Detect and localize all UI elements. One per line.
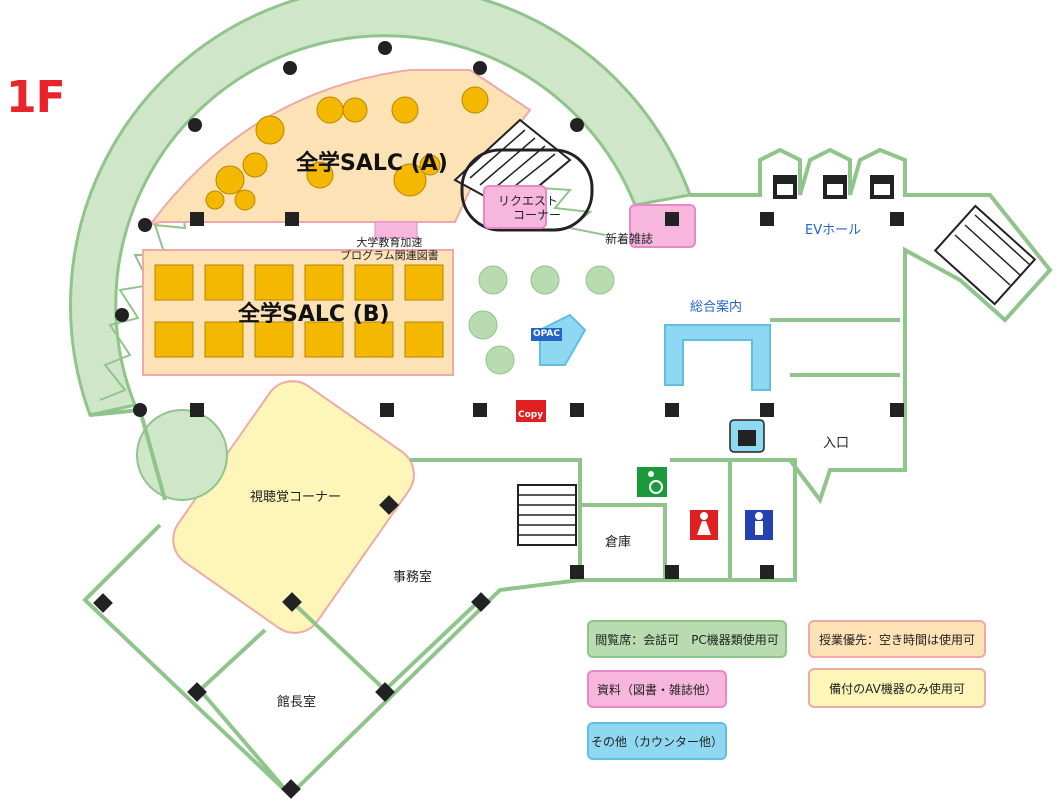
new-magazines-label: 新着雑誌 <box>605 232 654 246</box>
outer-arc-band <box>69 0 693 417</box>
entrance-label: 入口 <box>823 436 850 451</box>
acceleration-books-label: 大学教育加速 プログラム関連図書 <box>340 236 439 262</box>
stairs-lower-icon <box>517 484 577 546</box>
salc-a-area <box>147 69 532 227</box>
info-desk-label: 総合案内 <box>690 300 743 315</box>
request-corner-label-line1: リクエスト <box>498 194 559 208</box>
salc-a-label: 全学SALC (A) <box>296 151 448 176</box>
acceleration-books-area <box>374 221 418 239</box>
round-tables <box>468 265 615 375</box>
opac-label: OPAC <box>531 328 562 341</box>
request-corner-label-line2: コーナー <box>513 208 562 223</box>
stairs-icon <box>453 118 594 232</box>
ev-hall-label: EVホール <box>805 223 862 238</box>
salc-a-seats <box>205 86 489 211</box>
director-room-label: 館長室 <box>277 695 317 710</box>
legend-other: その他（カウンター他） <box>587 722 727 760</box>
av-corner-label: 視聴覚コーナー <box>250 490 342 505</box>
storage-label: 倉庫 <box>605 535 632 550</box>
opac-counter <box>539 313 587 366</box>
salc-b-desks <box>154 264 444 358</box>
info-desk-counter <box>664 324 771 391</box>
acceleration-books-label-line1: 大学教育加速 <box>356 236 423 249</box>
request-corner-area <box>483 185 547 229</box>
copy-machine <box>516 400 546 422</box>
legend-materials: 資料（図書・雑誌他） <box>587 670 727 708</box>
legend-class-priority: 授業優先：空き時間は使用可 <box>808 620 986 658</box>
legend-reading: 閲覧席：会話可 PC機器類使用可 <box>587 620 787 658</box>
copy-label: Copy <box>518 410 544 420</box>
request-corner-label: リクエスト コーナー <box>495 194 561 223</box>
acceleration-books-label-line2: プログラム関連図書 <box>340 249 439 263</box>
salc-b-label: 全学SALC (B) <box>238 302 390 327</box>
stairs-right-icon <box>933 204 1037 306</box>
floor-label: 1F <box>6 72 66 123</box>
office-label: 事務室 <box>393 570 433 585</box>
salc-b-area <box>142 249 454 376</box>
legend-av-only: 備付のAV機器のみ使用可 <box>808 668 986 708</box>
